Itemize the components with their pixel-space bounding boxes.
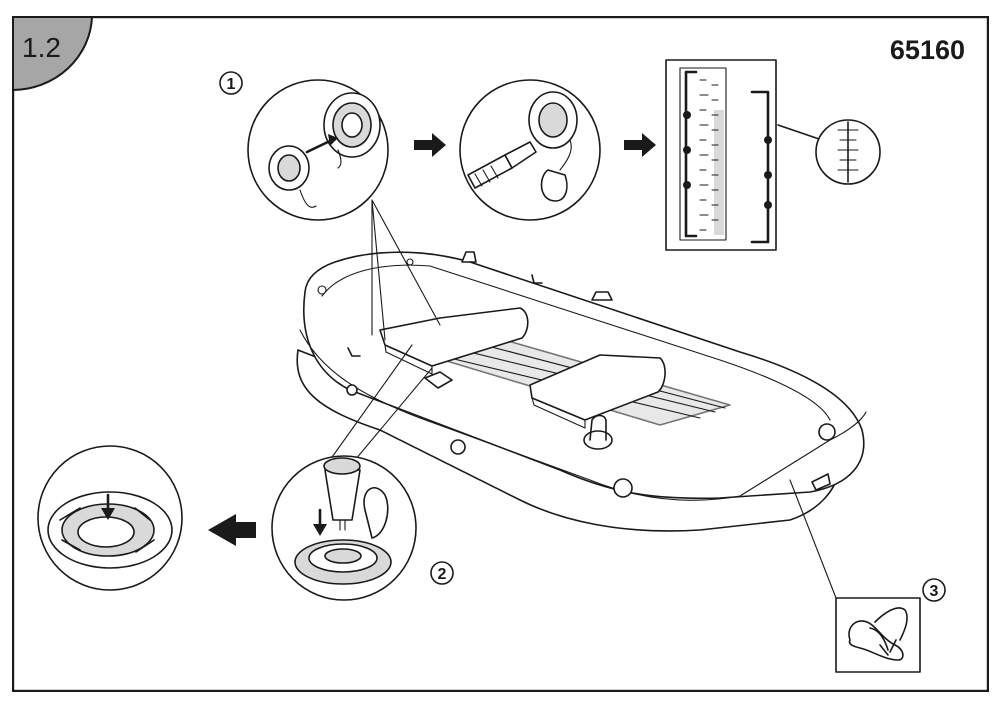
instruction-diagram: 1.2 65160 — [12, 16, 989, 692]
callout-2-marker — [430, 561, 454, 585]
callout-1-marker — [219, 71, 243, 95]
callout-3: 3 — [789, 479, 946, 673]
step-tab — [12, 16, 94, 92]
callout-2-number: 2 — [438, 566, 447, 583]
arrow-right-icon — [414, 133, 446, 157]
model-number: 65160 — [890, 35, 965, 65]
callout-1-number: 1 — [227, 76, 236, 93]
arrow-left-icon — [208, 514, 256, 546]
boat-illustration — [296, 251, 867, 532]
callout-3-number: 3 — [930, 583, 939, 600]
arrow-right-icon — [624, 133, 656, 157]
callout-2: 2 — [37, 344, 454, 601]
instruction-panel: 1.2 65160 — [12, 16, 989, 692]
callout-3-marker — [922, 578, 946, 602]
callout-1: 1 — [219, 59, 881, 341]
step-label: 1.2 — [22, 32, 61, 63]
